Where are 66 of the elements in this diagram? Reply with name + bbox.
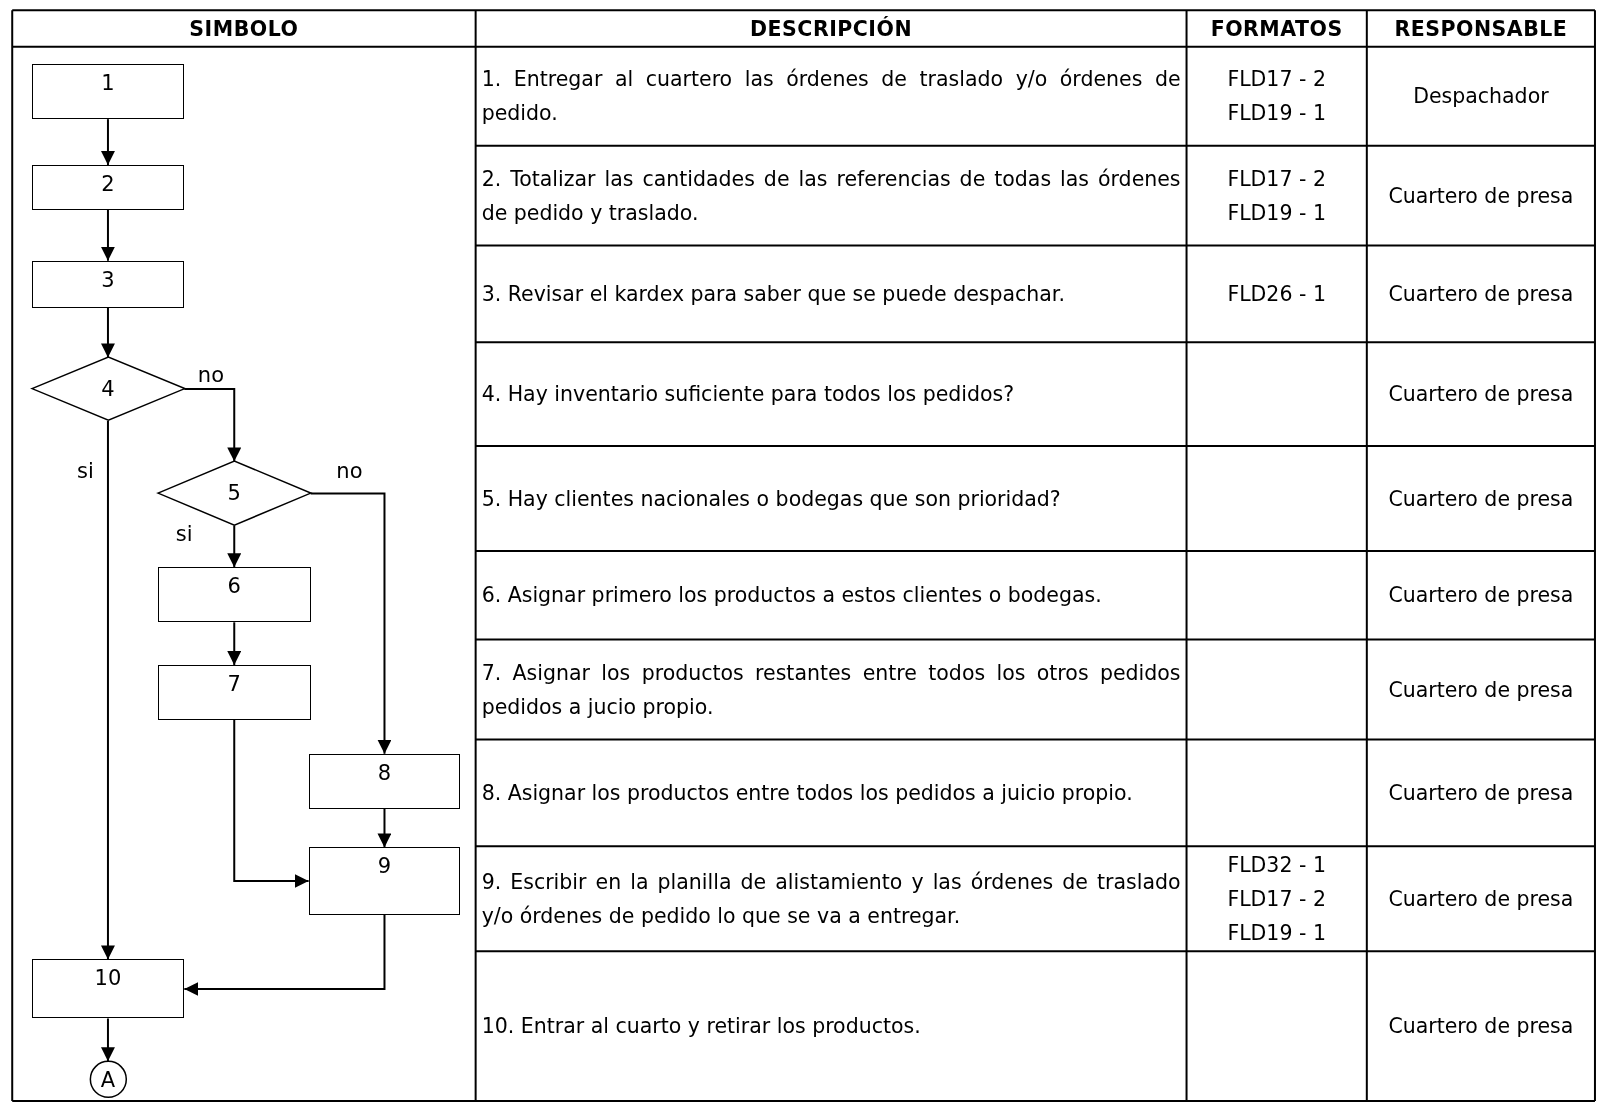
process-box	[31, 260, 185, 308]
responsible-text: Cuartero de presa	[1388, 1013, 1574, 1041]
column-header: RESPONSABLE	[1394, 15, 1568, 43]
format-code: FLD19 - 1	[1227, 199, 1326, 227]
description-text: 5. Hay clientes nacionales o bodegas que son prioridad?	[481, 485, 1062, 513]
responsible-text: Cuartero de presa	[1388, 381, 1574, 409]
description-text: 2. Totalizar las cantidades de las referencias de todas las órdenes de pedido y traslado.	[481, 165, 1181, 227]
arrow	[377, 807, 392, 849]
arrow	[100, 208, 115, 262]
process-box	[31, 64, 185, 120]
step-number: 6	[227, 574, 241, 599]
step-number: 2	[101, 172, 115, 196]
arrow	[227, 621, 242, 667]
arrow	[233, 719, 310, 888]
step-number: 9	[377, 854, 392, 879]
description-text: 3. Revisar el kardex para saber que se puede despachar.	[481, 280, 1066, 308]
description-text: 6. Asignar primero los productos a estos clientes o bodegas.	[481, 582, 1103, 610]
format-code: FLD17 - 2	[1227, 66, 1326, 94]
arrow	[100, 1017, 115, 1063]
process-box	[157, 665, 311, 721]
format-code: FLD17 - 2	[1227, 885, 1326, 913]
arrow	[100, 419, 115, 961]
responsible-text: Cuartero de presa	[1388, 779, 1574, 807]
format-code: FLD32 - 1	[1227, 851, 1326, 879]
arrow	[183, 913, 386, 996]
format-code: FLD19 - 1	[1227, 100, 1326, 128]
description-text: 7. Asignar los productos restantes entre todos los otros pedidos pedidos a jucio propio.	[481, 659, 1181, 721]
step-number: 8	[377, 760, 392, 785]
arrow	[309, 492, 392, 755]
step-number: 3	[101, 267, 115, 292]
step-number: 5	[227, 481, 241, 506]
responsible-text: Cuartero de presa	[1388, 182, 1574, 210]
responsible-text: Cuartero de presa	[1388, 885, 1574, 913]
format-code: FLD17 - 2	[1227, 165, 1326, 193]
responsible-text: Cuartero de presa	[1388, 485, 1574, 513]
decision-diamond	[157, 461, 311, 526]
connector-circle	[89, 1061, 127, 1098]
responsible-text: Cuartero de presa	[1388, 280, 1574, 308]
process-box	[308, 847, 461, 915]
responsible-text: Cuartero de presa	[1388, 582, 1574, 610]
column-header: DESCRIPCIÓN	[750, 15, 913, 43]
description-text: 9. Escribir en la planilla de alistamiento y las órdenes de traslado y/o órdenes de pedido lo que se va a entregar.	[481, 868, 1181, 930]
column-header: FORMATOS	[1210, 15, 1343, 43]
description-text: 1. Entregar al cuartero las órdenes de traslado y/o órdenes de pedido.	[481, 66, 1181, 128]
arrow	[227, 524, 242, 569]
step-number: 4	[101, 377, 115, 402]
description-text: 4. Hay inventario suficiente para todos los pedidos?	[481, 381, 1016, 409]
arrow	[100, 118, 115, 166]
responsible-text: Despachador	[1413, 83, 1549, 111]
process-box	[157, 567, 311, 623]
step-number: 1	[101, 71, 115, 96]
step-number: 10	[94, 966, 122, 991]
format-code: FLD26 - 1	[1227, 280, 1326, 308]
column-header: SIMBOLO	[189, 15, 299, 43]
arrow	[100, 306, 115, 359]
description-text: 10. Entrar al cuarto y retirar los productos.	[481, 1013, 922, 1041]
responsible-text: Cuartero de presa	[1388, 676, 1574, 704]
arrow	[183, 388, 242, 463]
process-box	[31, 959, 185, 1019]
process-box	[308, 753, 461, 809]
decision-diamond	[31, 357, 185, 421]
process-box	[31, 165, 185, 210]
format-code: FLD19 - 1	[1227, 919, 1326, 947]
description-text: 8. Asignar los productos entre todos los pedidos a juicio propio.	[481, 779, 1134, 807]
step-number: A	[100, 1067, 116, 1092]
step-number: 7	[227, 672, 241, 697]
